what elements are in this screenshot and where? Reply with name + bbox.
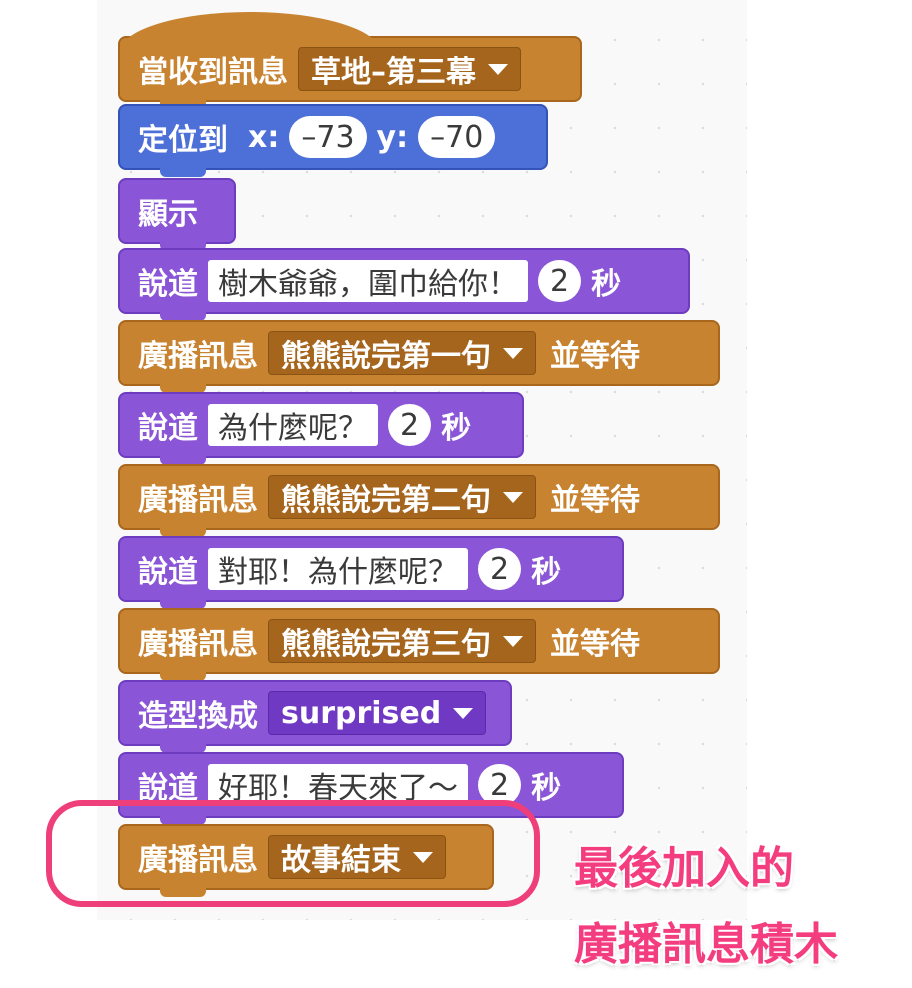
broadcast-block[interactable]: 廣播訊息 故事結束 (118, 824, 494, 897)
broadcast-message-dropdown[interactable]: 熊熊說完第三句 (268, 619, 536, 663)
secs-input[interactable]: 2 (478, 764, 522, 806)
block-notch (160, 815, 206, 825)
secs-unit: 秒 (531, 555, 562, 590)
secs-input[interactable]: 2 (478, 548, 522, 590)
annotation-line-1: 最後加入的 (574, 843, 794, 894)
y-input[interactable]: –70 (418, 116, 496, 158)
switch-costume-block[interactable]: 造型換成 surprised (118, 680, 512, 753)
block-notch (160, 455, 206, 465)
dropdown-arrow-icon (503, 635, 523, 647)
say-label: 說道 (138, 267, 198, 302)
secs-unit: 秒 (441, 411, 472, 446)
goto-xy-block[interactable]: 定位到 x: –73 y: –70 (118, 104, 548, 177)
and-wait-label: 並等待 (550, 627, 640, 662)
say-label: 說道 (138, 555, 198, 590)
dropdown-arrow-icon (503, 347, 523, 359)
when-receive-label: 當收到訊息 (138, 55, 288, 90)
block-notch (160, 599, 206, 609)
show-label: 顯示 (138, 197, 198, 232)
say-for-secs-block[interactable]: 說道 為什麼呢？ 2 秒 (118, 392, 524, 465)
secs-unit: 秒 (531, 771, 562, 806)
message-value: 故事結束 (281, 843, 401, 878)
goto-label: 定位到 (138, 123, 228, 158)
block-notch (160, 311, 206, 321)
block-notch (160, 167, 206, 177)
say-label: 說道 (138, 411, 198, 446)
say-text-input[interactable]: 對耶！為什麼呢？ (208, 548, 468, 590)
message-value: 熊熊說完第一句 (281, 339, 491, 374)
block-notch (160, 887, 206, 897)
broadcast-label: 廣播訊息 (138, 843, 258, 878)
secs-input[interactable]: 2 (388, 404, 432, 446)
message-dropdown[interactable]: 草地–第三幕 (298, 47, 521, 91)
broadcast-and-wait-block[interactable]: 廣播訊息 熊熊說完第二句 並等待 (118, 464, 720, 537)
block-notch (160, 383, 206, 393)
broadcast-message-dropdown[interactable]: 故事結束 (268, 835, 446, 879)
dropdown-arrow-icon (413, 851, 433, 863)
message-value: 草地–第三幕 (311, 55, 476, 90)
broadcast-and-wait-block[interactable]: 廣播訊息 熊熊說完第三句 並等待 (118, 608, 720, 681)
message-value: 熊熊說完第二句 (281, 483, 491, 518)
broadcast-message-dropdown[interactable]: 熊熊說完第二句 (268, 475, 536, 519)
y-label: y: (376, 119, 409, 155)
costume-dropdown[interactable]: surprised (268, 691, 487, 735)
say-text-input[interactable]: 樹木爺爺，圍巾給你！ (208, 260, 528, 302)
show-block[interactable]: 顯示 (118, 178, 236, 251)
broadcast-label: 廣播訊息 (138, 483, 258, 518)
secs-unit: 秒 (591, 267, 622, 302)
costume-value: surprised (281, 695, 442, 731)
broadcast-label: 廣播訊息 (138, 627, 258, 662)
broadcast-label: 廣播訊息 (138, 339, 258, 374)
broadcast-and-wait-block[interactable]: 廣播訊息 熊熊說完第一句 並等待 (118, 320, 720, 393)
block-notch (160, 671, 206, 681)
and-wait-label: 並等待 (550, 339, 640, 374)
block-notch (160, 241, 206, 251)
x-input[interactable]: –73 (289, 116, 367, 158)
switch-costume-label: 造型換成 (138, 699, 258, 734)
and-wait-label: 並等待 (550, 483, 640, 518)
dropdown-arrow-icon (488, 63, 508, 75)
block-notch (160, 743, 206, 753)
secs-input[interactable]: 2 (538, 260, 582, 302)
block-notch (160, 527, 206, 537)
highlight-callout (46, 800, 540, 907)
broadcast-message-dropdown[interactable]: 熊熊說完第一句 (268, 331, 536, 375)
dropdown-arrow-icon (503, 491, 523, 503)
when-receive-hat-block[interactable]: 當收到訊息 草地–第三幕 (118, 12, 582, 109)
say-text-input[interactable]: 為什麼呢？ (208, 404, 378, 446)
say-for-secs-block[interactable]: 說道 好耶！春天來了～ 2 秒 (118, 752, 624, 825)
say-for-secs-block[interactable]: 說道 樹木爺爺，圍巾給你！ 2 秒 (118, 248, 690, 321)
message-value: 熊熊說完第三句 (281, 627, 491, 662)
x-label: x: (248, 119, 280, 155)
say-for-secs-block[interactable]: 說道 對耶！為什麼呢？ 2 秒 (118, 536, 624, 609)
annotation-line-2: 廣播訊息積木 (574, 919, 838, 970)
dropdown-arrow-icon (453, 707, 474, 719)
